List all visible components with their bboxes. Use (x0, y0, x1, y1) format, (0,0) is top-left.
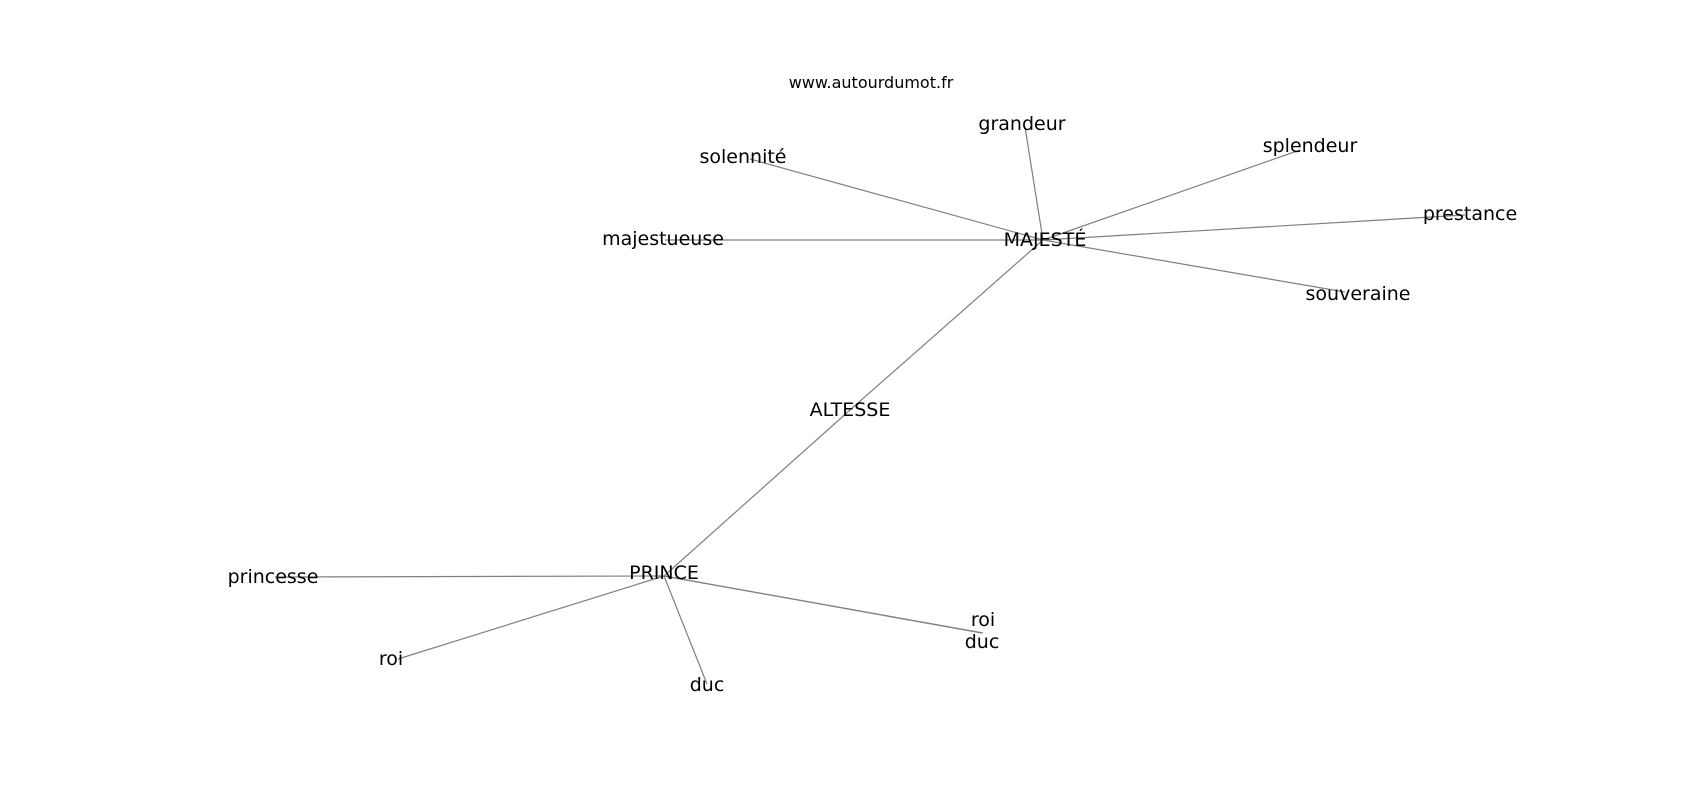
edge-prince-roi1 (397, 575, 665, 660)
node-souveraine: souveraine (1306, 283, 1411, 305)
edges-layer (274, 126, 1466, 685)
edge-majeste-souveraine (1042, 239, 1346, 293)
node-majeste: MAJESTÉ (1004, 228, 1087, 251)
edge-majeste-splendeur (1042, 149, 1301, 241)
source-watermark: www.autourdumot.fr (789, 73, 954, 92)
node-grandeur: grandeur (978, 113, 1065, 135)
node-roi1: roi (379, 648, 403, 670)
edge-prince-duc1 (663, 575, 708, 685)
node-duc2: duc (965, 631, 1000, 653)
node-prestance: prestance (1423, 203, 1517, 225)
edge-majeste-grandeur (1024, 126, 1044, 241)
nodes-layer: ALTESSE MAJESTÉ PRINCE grandeur splendeur sol… (228, 113, 1518, 696)
edge-majeste-prestance (1042, 214, 1466, 241)
edge-altesse-majeste (849, 239, 1044, 411)
edge-prince-princesse (274, 575, 665, 578)
node-solennite: solennité (700, 146, 787, 168)
edge-altesse-prince (663, 409, 851, 577)
edge-prince-duc2 (663, 575, 983, 634)
node-altesse: ALTESSE (810, 399, 891, 421)
node-splendeur: splendeur (1263, 135, 1358, 157)
node-princesse: princesse (228, 566, 319, 588)
node-duc1: duc (690, 674, 725, 696)
node-roi2: roi (971, 609, 995, 631)
node-majestueuse: majestueuse (602, 228, 724, 250)
node-prince: PRINCE (629, 562, 699, 584)
edge-majeste-solennite (749, 158, 1044, 241)
